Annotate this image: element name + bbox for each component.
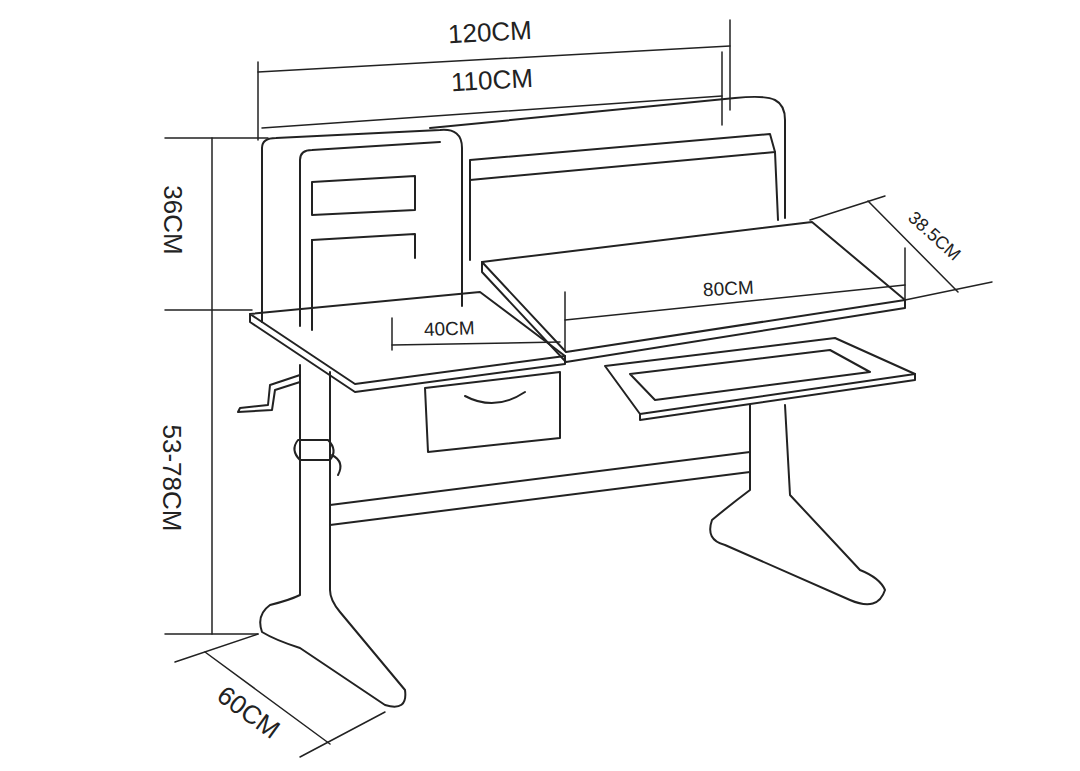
hutch — [262, 97, 785, 330]
dimension-lines — [165, 20, 992, 757]
desktop — [250, 222, 915, 452]
dimension-label: 60CM — [209, 679, 286, 746]
dimension-label: 53-78CM — [158, 422, 186, 535]
dimension-label: 110CM — [450, 65, 533, 95]
dimension-label: 36CM — [158, 182, 186, 257]
dimension-label: 80CM — [699, 276, 757, 300]
dimension-label: 38.5CM — [902, 205, 967, 266]
dimension-label: 120CM — [447, 17, 532, 47]
legs — [238, 365, 885, 707]
dimension-label: 40CM — [420, 317, 477, 340]
